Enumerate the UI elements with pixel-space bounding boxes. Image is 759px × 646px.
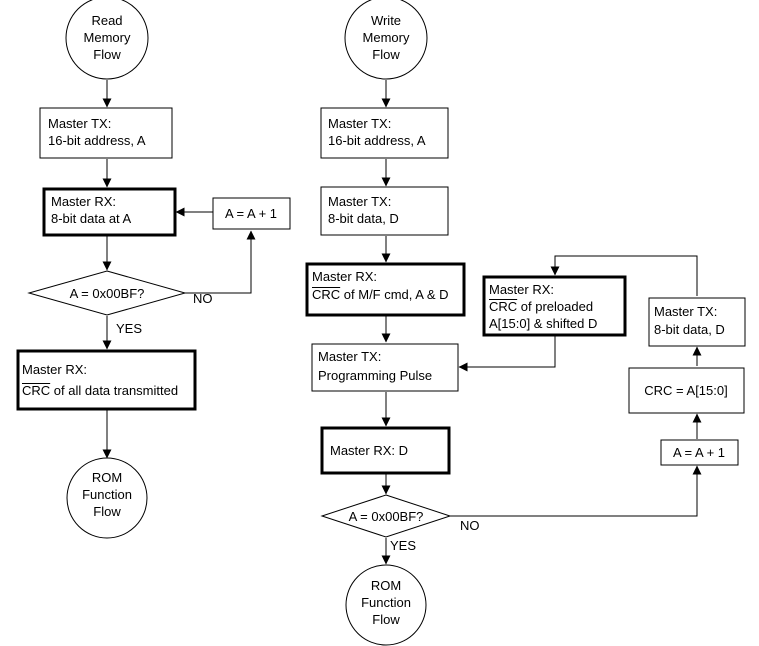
read-rx-data-line-2: 8-bit data at A: [51, 211, 132, 226]
write-yes-label: YES: [390, 538, 416, 553]
write-rx-d-box: Master RX: D: [320, 426, 451, 475]
read-decision-node: A = 0x00BF?: [27, 270, 187, 316]
write-rx-crc-preloaded-box: Master RX: CRC of preloaded A[15:0] & sh…: [482, 275, 627, 337]
read-start-node: Read Memory Flow: [65, 0, 149, 80]
write-rx-d-label: Master RX: D: [330, 443, 408, 458]
read-no-label: NO: [193, 291, 213, 306]
write-end-line-2: Function: [361, 595, 411, 610]
write-rx-crc-cmd-box: Master RX: CRC of M/F cmd, A & D: [305, 262, 466, 317]
write-edge-preloaded-to-pulse: [458, 336, 556, 372]
read-end-node: ROM Function Flow: [66, 457, 148, 539]
read-rx-data-line-1: Master RX:: [51, 194, 116, 209]
read-increment-box: A = A + 1: [212, 197, 291, 230]
write-tx-address-box: Master TX: 16-bit address, A: [320, 107, 449, 159]
read-rx-crc-crc-text: CRC: [22, 383, 50, 398]
write-no-label: NO: [460, 518, 480, 533]
write-edge-txdata-to-preloaded: [550, 255, 698, 296]
read-rx-data-box: Master RX: 8-bit data at A: [42, 187, 177, 237]
write-end-line-1: ROM: [371, 578, 401, 593]
write-tx-pulse-line-1: Master TX:: [318, 349, 381, 364]
write-rx-crc-preloaded-rest: of preloaded: [517, 299, 593, 314]
write-start-node: Write Memory Flow: [344, 0, 428, 80]
write-tx-pulse-line-2: Programming Pulse: [318, 368, 432, 383]
read-start-line-3: Flow: [93, 47, 121, 62]
write-crc-assign-label: CRC = A[15:0]: [644, 383, 727, 398]
read-increment-label: A = A + 1: [225, 206, 277, 221]
write-increment-label: A = A + 1: [673, 445, 725, 460]
write-decision-node: A = 0x00BF?: [320, 494, 452, 538]
write-tx-address-line-1: Master TX:: [328, 116, 391, 131]
read-tx-address-box: Master TX: 16-bit address, A: [39, 107, 173, 159]
write-tx-data-loop-box: Master TX: 8-bit data, D: [648, 297, 746, 347]
read-start-line-2: Memory: [84, 30, 131, 45]
write-rx-crc-cmd-crc-text: CRC: [312, 287, 340, 302]
write-rx-crc-preloaded-line-3: A[15:0] & shifted D: [489, 316, 597, 331]
write-tx-data-line-2: 8-bit data, D: [328, 211, 399, 226]
write-rx-crc-cmd-rest: of M/F cmd, A & D: [340, 287, 448, 302]
write-end-node: ROM Function Flow: [345, 564, 427, 646]
write-end-line-3: Flow: [372, 612, 400, 627]
write-tx-data-box: Master TX: 8-bit data, D: [320, 186, 449, 236]
read-start-line-1: Read: [91, 13, 122, 28]
write-increment-box: A = A + 1: [660, 439, 739, 466]
write-start-line-3: Flow: [372, 47, 400, 62]
svg-text:CRC of M/F cmd, A & D: CRC of M/F cmd, A & D: [312, 287, 449, 302]
write-tx-data-line-1: Master TX:: [328, 194, 391, 209]
read-rx-crc-line-1: Master RX:: [22, 362, 87, 377]
read-memory-flow: Read Memory Flow Master TX: 16-bit addre…: [16, 0, 291, 539]
read-tx-address-line-2: 16-bit address, A: [48, 133, 146, 148]
write-rx-crc-cmd-line-1: Master RX:: [312, 269, 377, 284]
read-end-line-3: Flow: [93, 504, 121, 519]
write-tx-address-line-2: 16-bit address, A: [328, 133, 426, 148]
read-decision-label: A = 0x00BF?: [70, 286, 145, 301]
write-decision-label: A = 0x00BF?: [349, 509, 424, 524]
read-yes-label: YES: [116, 321, 142, 336]
read-end-line-2: Function: [82, 487, 132, 502]
write-rx-crc-preloaded-line-1: Master RX:: [489, 282, 554, 297]
read-edge-no-loop: [185, 230, 256, 294]
write-edge-no-loop: [450, 465, 702, 517]
write-tx-data-loop-line-1: Master TX:: [654, 304, 717, 319]
write-tx-pulse-box: Master TX: Programming Pulse: [311, 343, 459, 392]
read-rx-crc-rest: of all data transmitted: [50, 383, 178, 398]
write-memory-flow: Write Memory Flow Master TX: 16-bit addr…: [305, 0, 746, 646]
write-start-line-2: Memory: [363, 30, 410, 45]
write-rx-crc-preloaded-crc-text: CRC: [489, 299, 517, 314]
write-crc-assign-box: CRC = A[15:0]: [628, 367, 745, 414]
svg-text:CRC of all data transmitted: CRC of all data transmitted: [22, 383, 178, 398]
read-rx-crc-box: Master RX: CRC of all data transmitted: [16, 349, 197, 411]
write-start-line-1: Write: [371, 13, 401, 28]
svg-text:CRC of preloaded: CRC of preloaded: [489, 299, 593, 314]
write-tx-data-loop-line-2: 8-bit data, D: [654, 322, 725, 337]
read-end-line-1: ROM: [92, 470, 122, 485]
read-tx-address-line-1: Master TX:: [48, 116, 111, 131]
